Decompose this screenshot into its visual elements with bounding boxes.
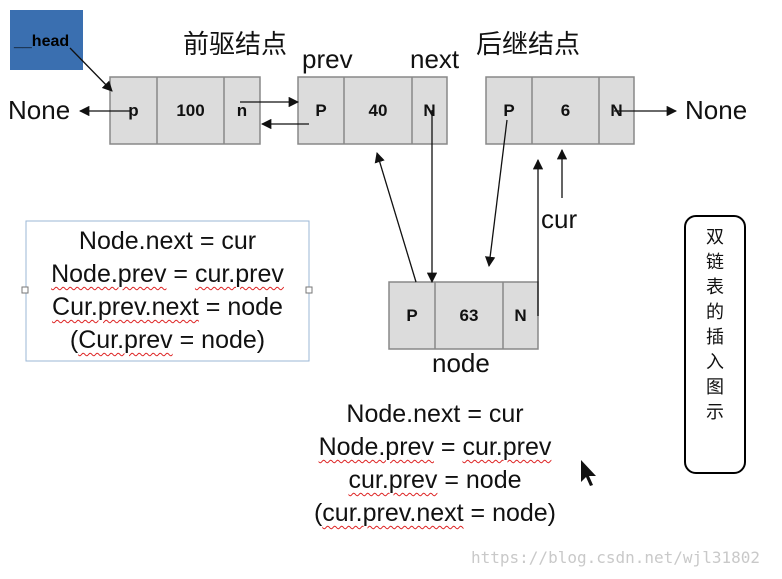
node-c-value: 6 <box>560 101 571 120</box>
node-a <box>109 76 261 145</box>
code-box-line-3: Cur.prev.next = node <box>52 293 283 321</box>
head-label: __head <box>14 33 70 50</box>
prev-label: prev <box>302 44 353 74</box>
side-title-char: 的 <box>706 302 724 322</box>
side-title-box: 双 链 表 的 插 入 图 示 <box>684 215 746 474</box>
node-b <box>297 76 448 145</box>
node-b-prev: P <box>315 101 327 120</box>
side-title-char: 入 <box>706 352 724 372</box>
node-a-next: n <box>236 101 248 120</box>
none-left-label: None <box>8 95 71 125</box>
code-box-text: Node.next = cur Node.prev = cur.prev Cur… <box>26 225 309 357</box>
arrow-head-to-a <box>69 47 113 92</box>
head-box <box>10 10 83 70</box>
arrow-d-prev-to-b <box>374 152 417 283</box>
node-c-prev: P <box>503 101 515 120</box>
side-title-char: 双 <box>706 227 724 247</box>
code-bottom-line-4: (cur.prev.next = node) <box>313 499 557 527</box>
side-title-char: 图 <box>706 377 724 397</box>
node-c-next: N <box>610 101 623 120</box>
node-d-next: N <box>514 306 527 325</box>
predecessor-title: 前驱结点 <box>183 29 288 59</box>
code-bottom-text: Node.next = cur Node.prev = cur.prev cur… <box>280 398 590 530</box>
node-b-next: N <box>423 101 436 120</box>
cursor-icon <box>581 460 596 486</box>
side-title-char: 插 <box>706 327 724 347</box>
node-d-value: 63 <box>459 306 479 325</box>
next-label: next <box>410 44 460 74</box>
side-title-char: 链 <box>706 252 724 272</box>
side-title-char: 示 <box>706 402 724 422</box>
code-box-line-2: Node.prev = cur.prev <box>51 260 284 288</box>
node-b-value: 40 <box>368 101 388 120</box>
node-a-prev: p <box>128 101 139 120</box>
code-box-handles <box>21 286 313 294</box>
none-right-label: None <box>685 95 748 125</box>
side-title-char: 表 <box>706 277 724 297</box>
watermark: https://blog.csdn.net/wjl31802 <box>471 548 760 567</box>
node-c <box>485 76 635 145</box>
code-bottom-line-2: Node.prev = cur.prev <box>318 433 552 461</box>
node-a-value: 100 <box>176 101 205 120</box>
node-label: node <box>432 348 490 378</box>
code-box-line-1: Node.next = cur <box>78 227 257 255</box>
node-d <box>388 281 539 350</box>
node-d-prev: P <box>406 306 418 325</box>
code-box-line-4: (Cur.prev = node) <box>69 326 266 354</box>
code-bottom-line-1: Node.next = cur <box>346 400 524 428</box>
arrow-c-prev-to-d <box>484 119 508 268</box>
successor-title: 后继结点 <box>476 29 581 59</box>
code-bottom-line-3: cur.prev = node <box>348 466 522 494</box>
cur-label: cur <box>541 204 578 234</box>
